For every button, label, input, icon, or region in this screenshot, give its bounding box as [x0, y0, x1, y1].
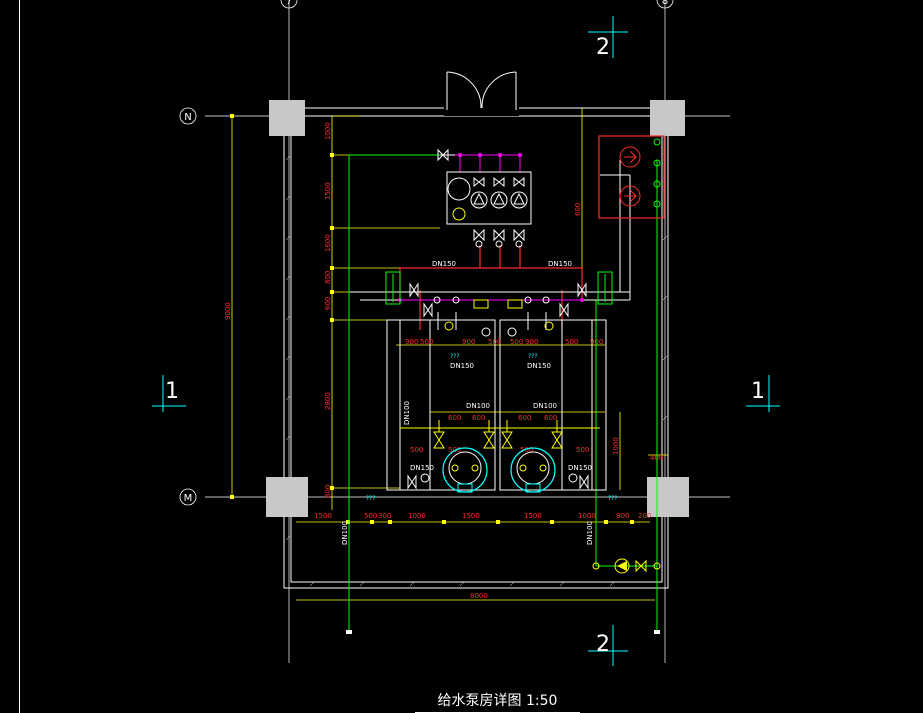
svg-text:N: N [184, 112, 191, 123]
dim-left-3: 800 [324, 271, 332, 284]
dim-right-mid: 1000 [612, 437, 620, 455]
section-mark-bottom [588, 625, 628, 666]
tank-dim-0: 900 [405, 338, 418, 346]
dim-left-1: 1500 [324, 182, 332, 200]
pipe-label-dn150-mid-left: DN150 [450, 362, 474, 370]
green-service-lines [348, 154, 658, 632]
supply-pipes [399, 245, 583, 330]
tank-dim-4: 900 [525, 338, 538, 346]
drain-valves [407, 474, 589, 490]
dim-bottom-4: 1500 [462, 512, 480, 520]
dim-bottom-3: 1000 [408, 512, 426, 520]
pipe-label-dn150-left: DN150 [432, 260, 456, 268]
pipe-label-dn100-riser-left: DN100 [341, 521, 349, 545]
pipe-label-dn100-vertical-left: DN100 [403, 401, 411, 425]
pump-dim-0: 600 [448, 414, 461, 422]
axis-bubble-8: 8 [656, 0, 674, 9]
wall-hatch [285, 120, 668, 587]
dim-left-0: 1000 [324, 122, 332, 140]
pump-dim-1: 600 [472, 414, 485, 422]
dim-cabinet: 600 [574, 203, 582, 216]
svg-text:M: M [184, 493, 193, 504]
dim-bottom-0: 1500 [314, 512, 332, 520]
pipe-label-dn100-riser-right: DN100 [586, 521, 594, 545]
tank-dim-5: 900 [590, 338, 603, 346]
dim-left-6: 800 [324, 485, 332, 498]
tank-dim-6: 500 [510, 338, 523, 346]
pipe-label-dn150-mid-right: DN150 [527, 362, 551, 370]
section-mark-left [152, 375, 186, 412]
pump-valves [400, 420, 600, 449]
code-label-0: ??? [450, 353, 460, 360]
svg-text:8: 8 [662, 0, 668, 7]
pipe-label-dn150-small-right: DN150 [568, 464, 592, 472]
section-label-right: 1 [751, 379, 765, 404]
structural-columns [266, 100, 689, 517]
svg-text:7: 7 [286, 0, 292, 7]
dimension-lines [231, 108, 668, 601]
section-label-top: 2 [596, 35, 610, 60]
code-label-2: ??? [366, 495, 376, 502]
section-label-left: 1 [165, 379, 179, 404]
side-equipment-boxes [385, 271, 613, 305]
dim-bottom-2: 300 [378, 512, 391, 520]
dim-left-2: 1600 [324, 234, 332, 252]
tank-dim-3: 500 [488, 338, 501, 346]
dim-total-bottom: 8000 [470, 592, 488, 600]
magenta-lines [400, 154, 582, 301]
sump-pump [592, 558, 661, 574]
section-label-bottom: 2 [596, 632, 610, 657]
code-label-3: ??? [608, 495, 618, 502]
control-cabinet [598, 135, 665, 219]
code-label-1: ??? [528, 353, 538, 360]
left-dimension-texts: 9000 1000 1500 1600 800 600 2800 800 600… [224, 122, 620, 498]
drawing-title: 给水泵房详图 1:50 [415, 690, 580, 713]
water-tanks [386, 319, 607, 491]
dim-bottom-6: 1000 [578, 512, 596, 520]
double-door [444, 71, 519, 116]
tank-dim-7: 500 [565, 338, 578, 346]
tank-fittings [409, 282, 587, 337]
pump-dim-3: 600 [544, 414, 557, 422]
booster-pump-unit [446, 171, 532, 248]
riser-caps [346, 630, 660, 634]
valve-mark-0: 500 [410, 446, 423, 454]
tank-dim-2: 500 [420, 338, 433, 346]
gate-valve-top [437, 148, 449, 162]
pump-dim-2: 600 [518, 414, 531, 422]
axis-bubble-7: 7 [280, 0, 298, 9]
dim-total-left: 9000 [224, 302, 232, 320]
bottom-dimension-texts: 1500 500 300 1000 1500 1500 1000 800 200… [314, 454, 663, 600]
dimension-ticks [230, 114, 634, 524]
dim-bottom-7: 800 [616, 512, 629, 520]
section-mark-top [588, 16, 628, 58]
pipe-label-dn100-left: DN100 [466, 402, 490, 410]
valve-mark-3: 500 [576, 446, 589, 454]
dim-left-5: 2800 [324, 392, 332, 410]
axis-bubble-n: N [179, 107, 197, 125]
valve-mark-2: 500 [520, 446, 533, 454]
axis-bubble-m: M [179, 488, 197, 506]
pipe-label-dn150-right: DN150 [548, 260, 572, 268]
pipe-label-dn150-small-left: DN150 [410, 464, 434, 472]
feed-pumps [420, 447, 578, 493]
dim-bottom-8: 200 [638, 512, 651, 520]
dim-bottom-5: 1500 [524, 512, 542, 520]
magenta-nodes [398, 153, 584, 302]
section-mark-right [746, 375, 780, 412]
drawing-frame-left-line [19, 0, 20, 713]
tank-dim-1: 900 [462, 338, 475, 346]
dim-left-4: 600 [324, 297, 332, 310]
pipe-label-dn100-right: DN100 [533, 402, 557, 410]
dim-bottom-1: 500 [364, 512, 377, 520]
